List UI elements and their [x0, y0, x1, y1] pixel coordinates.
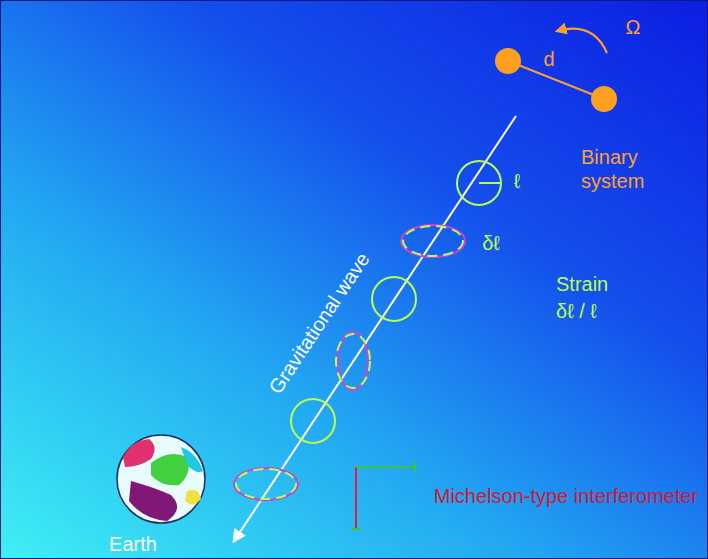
omega-label: Ω [618, 15, 648, 39]
strain-rings [234, 161, 501, 500]
wave-label: Gravitational wave [254, 233, 385, 413]
star [495, 48, 521, 74]
length-label: ℓ [505, 169, 529, 193]
star [591, 86, 617, 112]
rotation-arrow [557, 29, 607, 53]
separation-line [508, 61, 604, 99]
strain-formula: δℓ / ℓ [556, 299, 646, 323]
system-label: Binary system [581, 145, 681, 193]
earth-globe [117, 435, 205, 523]
earth-label: Earth [93, 532, 173, 556]
wave-arrow [234, 116, 516, 541]
interferometer-symbol [351, 462, 415, 529]
distance-label: d [537, 47, 561, 71]
strain-label: Strain [556, 272, 646, 296]
length-change-label: δℓ [471, 231, 511, 255]
instrument-label: Michelson-type interferometer [431, 484, 701, 508]
